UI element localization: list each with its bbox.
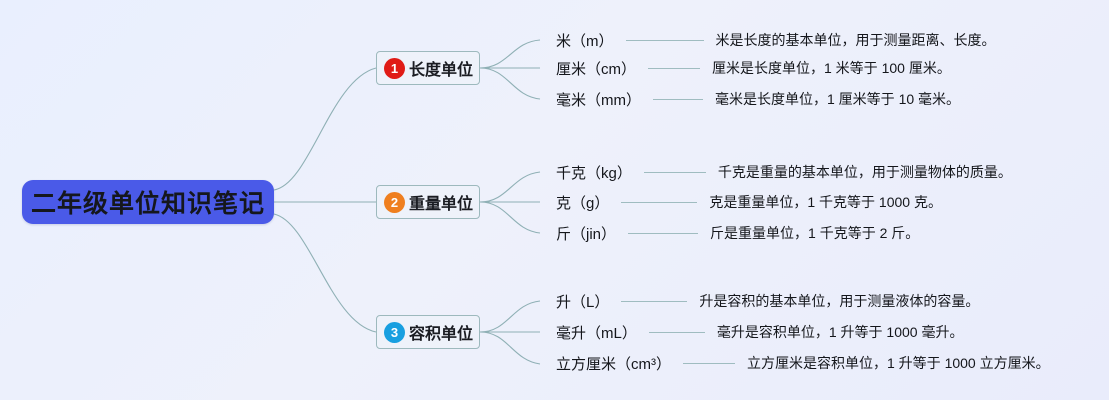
edge-branch-2-leaf-3: [479, 201, 541, 234]
leaf-desc-cm: 厘米是长度单位，1 米等于 100 厘米。: [712, 60, 951, 76]
leaf-connector-cm: [648, 67, 700, 69]
leaf-connector-cm3: [683, 362, 735, 364]
leaf-label-jin: 斤（jin）: [556, 225, 617, 243]
edge-branch-3-leaf-3: [479, 331, 541, 365]
branch-badge-1: 1: [384, 57, 405, 79]
leaf-connector-l: [621, 300, 688, 302]
leaf-desc-ml: 毫升是容积单位，1 升等于 1000 毫升。: [716, 324, 964, 340]
branch-node-volume[interactable]: 3 容积单位: [376, 315, 480, 349]
leaf-connector-g: [621, 201, 698, 203]
leaf-row-length-m[interactable]: 米（m） 米是长度的基本单位，用于测量距离、长度。: [556, 29, 996, 51]
branch-badge-2: 2: [384, 191, 405, 213]
leaf-row-weight-jin[interactable]: 斤（jin） 斤是重量单位，1 千克等于 2 斤。: [556, 222, 919, 244]
leaf-label-g: 克（g）: [556, 194, 610, 212]
leaf-row-weight-kg[interactable]: 千克（kg） 千克是重量的基本单位，用于测量物体的质量。: [556, 161, 1012, 183]
leaf-label-cm3: 立方厘米（cm³）: [556, 355, 671, 373]
branch-node-weight[interactable]: 2 重量单位: [376, 185, 480, 219]
leaf-desc-cm3: 立方厘米是容积单位，1 升等于 1000 立方厘米。: [747, 355, 1050, 371]
branch-badge-3: 3: [384, 321, 405, 343]
leaf-connector-ml: [648, 331, 705, 333]
edge-branch-1-leaf-1: [479, 39, 541, 69]
leaf-desc-l: 升是容积的基本单位，用于测量液体的容量。: [699, 293, 980, 309]
leaf-connector-mm: [653, 98, 703, 100]
root-node-label: 二年级单位知识笔记: [30, 190, 265, 218]
leaf-label-m: 米（m）: [556, 32, 614, 50]
leaf-label-mm: 毫米（mm）: [556, 91, 641, 109]
leaf-label-cm: 厘米（cm）: [556, 60, 636, 78]
leaf-desc-mm: 毫米是长度单位，1 厘米等于 10 毫米。: [715, 91, 961, 107]
leaf-desc-jin: 斤是重量单位，1 千克等于 2 斤。: [710, 225, 920, 241]
leaf-label-l: 升（L）: [556, 293, 610, 311]
edge-branch-3-leaf-1: [479, 300, 541, 333]
branch-label-2: 重量单位: [409, 196, 474, 213]
leaf-row-volume-ml[interactable]: 毫升（mL） 毫升是容积单位，1 升等于 1000 毫升。: [556, 321, 963, 343]
leaf-desc-kg: 千克是重量的基本单位，用于测量物体的质量。: [717, 164, 1012, 180]
leaf-desc-g: 克是重量单位，1 千克等于 1000 克。: [709, 194, 942, 210]
leaf-row-length-mm[interactable]: 毫米（mm） 毫米是长度单位，1 厘米等于 10 毫米。: [556, 88, 960, 110]
leaf-label-kg: 千克（kg）: [556, 164, 632, 182]
leaf-row-length-cm[interactable]: 厘米（cm） 厘米是长度单位，1 米等于 100 厘米。: [556, 57, 951, 79]
edge-branch-1-leaf-3: [479, 67, 541, 100]
root-node[interactable]: 二年级单位知识笔记: [22, 180, 274, 224]
leaf-row-weight-g[interactable]: 克（g） 克是重量单位，1 千克等于 1000 克。: [556, 191, 942, 213]
leaf-connector-kg: [643, 171, 706, 173]
leaf-label-ml: 毫升（mL）: [556, 324, 637, 342]
branch-label-1: 长度单位: [409, 62, 474, 79]
branch-node-length[interactable]: 1 长度单位: [376, 51, 480, 85]
leaf-desc-m: 米是长度的基本单位，用于测量距离、长度。: [715, 32, 996, 48]
leaf-connector-jin: [628, 232, 699, 234]
leaf-row-volume-cm3[interactable]: 立方厘米（cm³） 立方厘米是容积单位，1 升等于 1000 立方厘米。: [556, 352, 1050, 374]
edge-branch-2-leaf-1: [479, 171, 541, 203]
leaf-connector-m: [625, 39, 704, 41]
edge-root-to-branch-3: [273, 213, 377, 333]
branch-label-3: 容积单位: [409, 326, 474, 343]
leaf-row-volume-l[interactable]: 升（L） 升是容积的基本单位，用于测量液体的容量。: [556, 290, 979, 312]
edge-root-to-branch-1: [273, 67, 377, 191]
